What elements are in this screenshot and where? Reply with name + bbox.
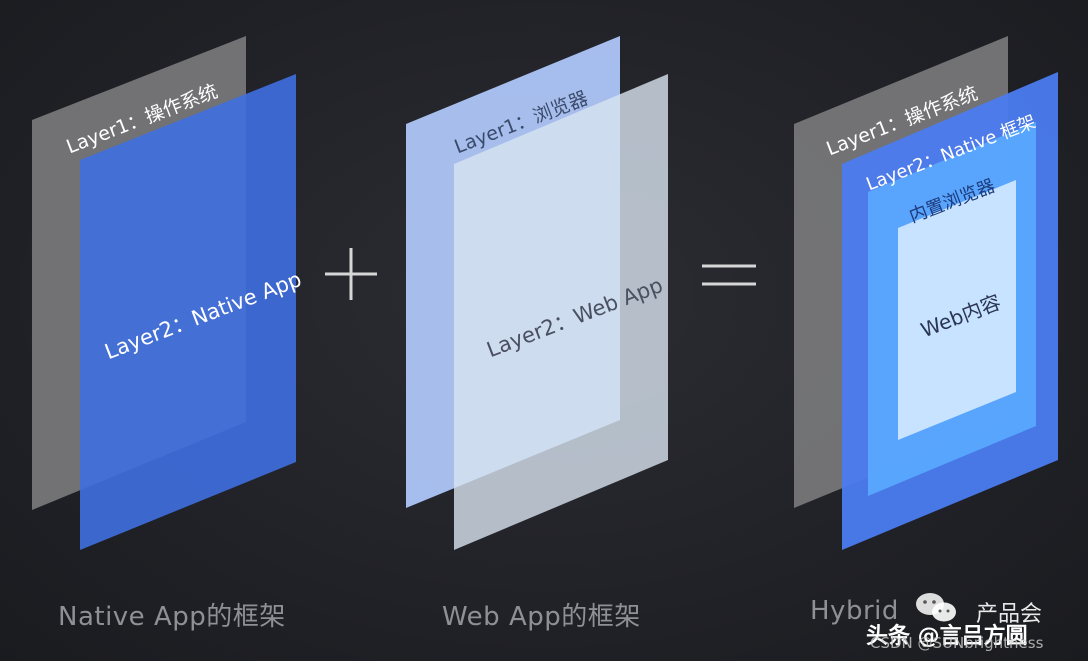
plus-sign bbox=[325, 248, 377, 300]
web-caption: Web App的框架 bbox=[442, 602, 641, 632]
equals-sign bbox=[702, 264, 756, 286]
hybrid-content-panel bbox=[898, 180, 1016, 440]
native-layer2-panel bbox=[80, 74, 296, 550]
watermark-product-text: 产品会 bbox=[976, 602, 1043, 627]
wechat-icon bbox=[914, 590, 958, 630]
hybrid-caption: Hybrid bbox=[810, 596, 899, 626]
native-caption: Native App的框架 bbox=[58, 602, 286, 632]
web-layer2-panel bbox=[454, 74, 668, 550]
watermark-toutiao-text: 头条 @言吕方圆 bbox=[866, 624, 1028, 649]
watermark-csdn-text: CSDN @SUNbrightness bbox=[870, 634, 1044, 652]
